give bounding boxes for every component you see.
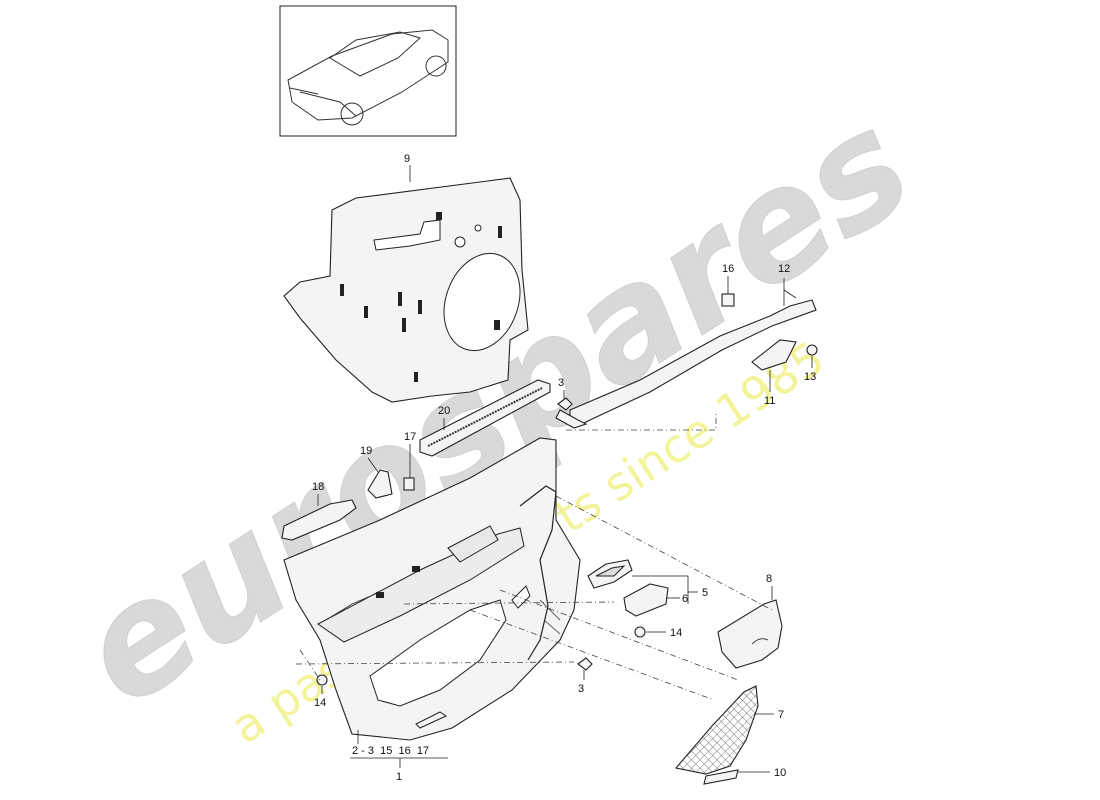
- callout-16: 16: [722, 263, 734, 275]
- callout-1: 1: [396, 771, 402, 783]
- part-17-clip: [403, 444, 415, 491]
- callout-13: 13: [804, 371, 816, 383]
- part-18-armrest-pull: [281, 494, 357, 541]
- callout-12: 12: [778, 263, 790, 275]
- part-14-screw-left: [316, 674, 328, 694]
- part-5-storage-pocket: [587, 559, 633, 589]
- part-3-clip-upper: [557, 390, 573, 411]
- part-9-insulation-sheet: [283, 165, 529, 403]
- part-14-screw-right: [634, 626, 666, 638]
- part-10-emblem: [703, 769, 770, 785]
- callout-9: 9: [404, 153, 410, 165]
- callout-14-right: 14: [670, 627, 682, 639]
- car-thumbnail-icon: [287, 29, 449, 126]
- callout-8: 8: [766, 573, 772, 585]
- callout-5-6-leaders: [632, 575, 698, 604]
- callout-3-upper: 3: [558, 377, 564, 389]
- part-12-upper-trim-rail: [555, 278, 817, 429]
- part-6-pocket-cover: [623, 583, 669, 617]
- part-8-lower-trim: [717, 586, 783, 669]
- part-3-clip-lower: [577, 657, 593, 680]
- callout-10: 10: [774, 767, 786, 779]
- callout-5: 5: [702, 587, 708, 599]
- callout-20: 20: [438, 405, 450, 417]
- part-20-trim-strip: [419, 379, 551, 457]
- callout-18: 18: [312, 481, 324, 493]
- callout-3-lower: 3: [578, 683, 584, 695]
- callout-11: 11: [764, 395, 775, 407]
- part-7-speaker-grille: [674, 685, 774, 775]
- callout-19: 19: [360, 445, 372, 457]
- callout-7: 7: [778, 709, 784, 721]
- part-16-clip: [721, 276, 735, 307]
- car-thumbnail: [279, 5, 457, 137]
- part-13-screw: [806, 344, 818, 368]
- callout-14-left: 14: [314, 697, 326, 709]
- part-19-bracket: [367, 457, 393, 499]
- callout-6: 6: [682, 593, 688, 605]
- callout-2-group: 2 - 3 15 16 17: [352, 745, 429, 757]
- callout-17: 17: [404, 431, 416, 443]
- part-1-door-trim-panel: [283, 437, 581, 741]
- callout-1-group: [350, 730, 448, 768]
- part-11-cover-cap: [751, 339, 797, 392]
- reference-lines: [295, 412, 773, 701]
